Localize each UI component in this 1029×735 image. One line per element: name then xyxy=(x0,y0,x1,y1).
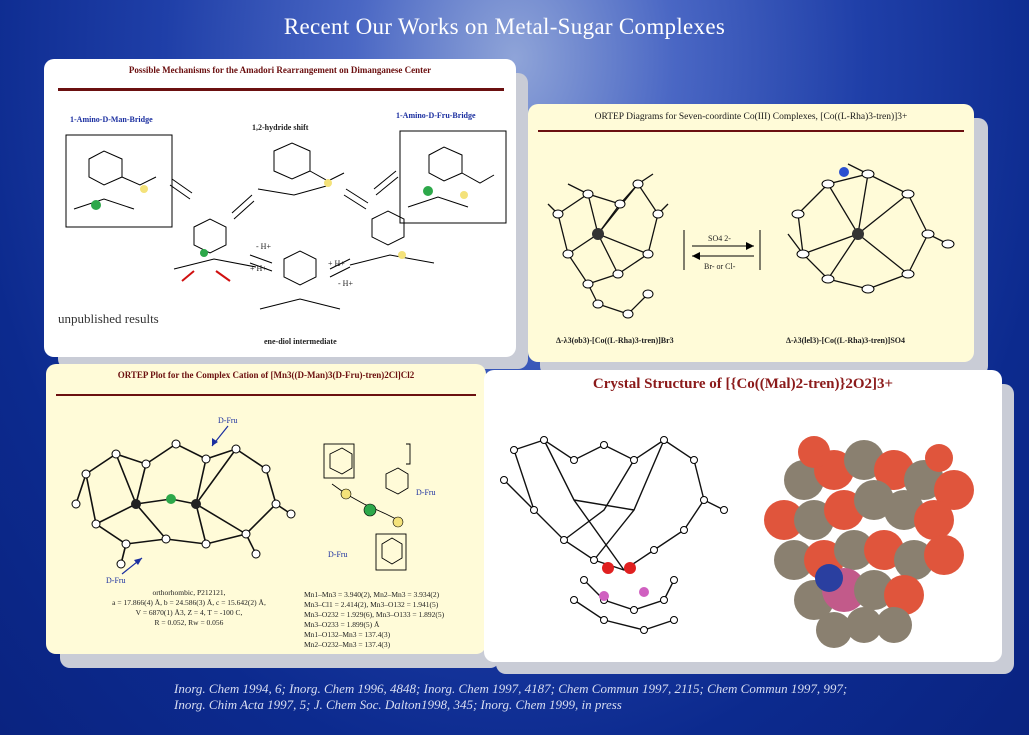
panel1-rule xyxy=(58,88,504,91)
panel1-title: Possible Mechanisms for the Amadori Rear… xyxy=(128,65,432,75)
panel-ortep-mn-complex: ORTEP Plot for the Complex Cation of [Mn… xyxy=(46,364,486,654)
panel4-title: Crystal Structure of [{Co((Mal)2-tren)}2… xyxy=(592,376,894,392)
unpublished-note: unpublished results xyxy=(58,311,159,326)
slide-title: Recent Our Works on Metal-Sugar Complexe… xyxy=(283,14,726,39)
crystal-line-1: orthorhombic, P212121, xyxy=(152,588,226,597)
panel-amadori-mechanism: Possible Mechanisms for the Amadori Rear… xyxy=(44,59,516,357)
panel2-rule xyxy=(538,130,964,132)
reagent-sulfate: SO4 2- xyxy=(708,234,731,243)
panel2-title: ORTEP Diagrams for Seven-coordinte Co(II… xyxy=(594,112,908,122)
dfru-scheme-2: D-Fru xyxy=(328,550,348,559)
mn-complex-drawings xyxy=(71,425,411,575)
dfru-label-top: D-Fru xyxy=(218,416,238,425)
mechanism-scheme xyxy=(65,130,507,310)
distance-line-2: Mn3–Cl1 = 2.414(2), Mn3–O132 = 1.941(5) xyxy=(304,600,439,609)
label-minus-h-right: - H+ xyxy=(338,279,353,288)
distance-line-5: Mn1–O132–Mn3 = 137.4(3) xyxy=(304,630,391,639)
distance-line-6: Mn2–O232–Mn3 = 137.4(3) xyxy=(304,640,391,649)
label-fru-bridge: 1-Amino-D-Fru-Bridge xyxy=(396,111,476,120)
label-plus-h-right: + H+ xyxy=(328,259,345,268)
label-hydride-shift: 1,2-hydride shift xyxy=(252,123,309,132)
crystal-line-3: V = 6870(1) Å3, Z = 4, T = -100 C, xyxy=(135,608,243,617)
distance-line-1: Mn1–Mn3 = 3.940(2), Mn2–Mn3 = 3.934(2) xyxy=(304,590,440,599)
ortep-drawings xyxy=(547,163,955,319)
label-enediol: ene-diol intermediate xyxy=(264,337,337,346)
crystal-structure-drawings xyxy=(500,436,974,648)
dfru-scheme-1: D-Fru xyxy=(416,488,436,497)
label-man-bridge: 1-Amino-D-Man-Bridge xyxy=(70,115,153,124)
panel-ortep-co-complexes: ORTEP Diagrams for Seven-coordinte Co(II… xyxy=(528,104,974,362)
panel-co-mal-crystal: Crystal Structure of [{Co((Mal)2-tren)}2… xyxy=(484,370,1002,662)
crystal-data: orthorhombic, P212121, a = 17.866(4) Å, … xyxy=(74,588,304,628)
crystal-line-2: a = 17.866(4) Å, b = 24.586(3) Å, c = 15… xyxy=(112,598,266,607)
crystal-line-4: R = 0.052, Rw = 0.056 xyxy=(154,618,224,627)
reagent-halide: Br- or Cl- xyxy=(704,262,736,271)
caption-lel3: Δ-λ3(lel3)-[Co((L-Rha)3-tren)]SO4 xyxy=(786,336,905,345)
label-plus-h-left: + H+ xyxy=(250,264,267,273)
caption-ob3: Δ-λ3(ob3)-[Co((L-Rha)3-tren)]Br3 xyxy=(556,336,674,345)
bond-distances: Mn1–Mn3 = 3.940(2), Mn2–Mn3 = 3.934(2) M… xyxy=(304,590,480,650)
reference-line-1: Inorg. Chem 1994, 6; Inorg. Chem 1996, 4… xyxy=(174,681,848,696)
references: Inorg. Chem 1994, 6; Inorg. Chem 1996, 4… xyxy=(174,681,994,713)
panel3-title: ORTEP Plot for the Complex Cation of [Mn… xyxy=(117,370,415,380)
panel3-rule xyxy=(56,394,476,396)
label-minus-h-left: - H+ xyxy=(256,242,271,251)
dfru-label-bottom: D-Fru xyxy=(106,576,126,585)
distance-line-3: Mn3–O232 = 1.929(6), Mn3–O133 = 1.892(5) xyxy=(304,610,445,619)
reference-line-2: Inorg. Chim Acta 1997, 5; J. Chem Soc. D… xyxy=(174,697,622,712)
distance-line-4: Mn3–O233 = 1.899(5) Å xyxy=(304,620,380,629)
